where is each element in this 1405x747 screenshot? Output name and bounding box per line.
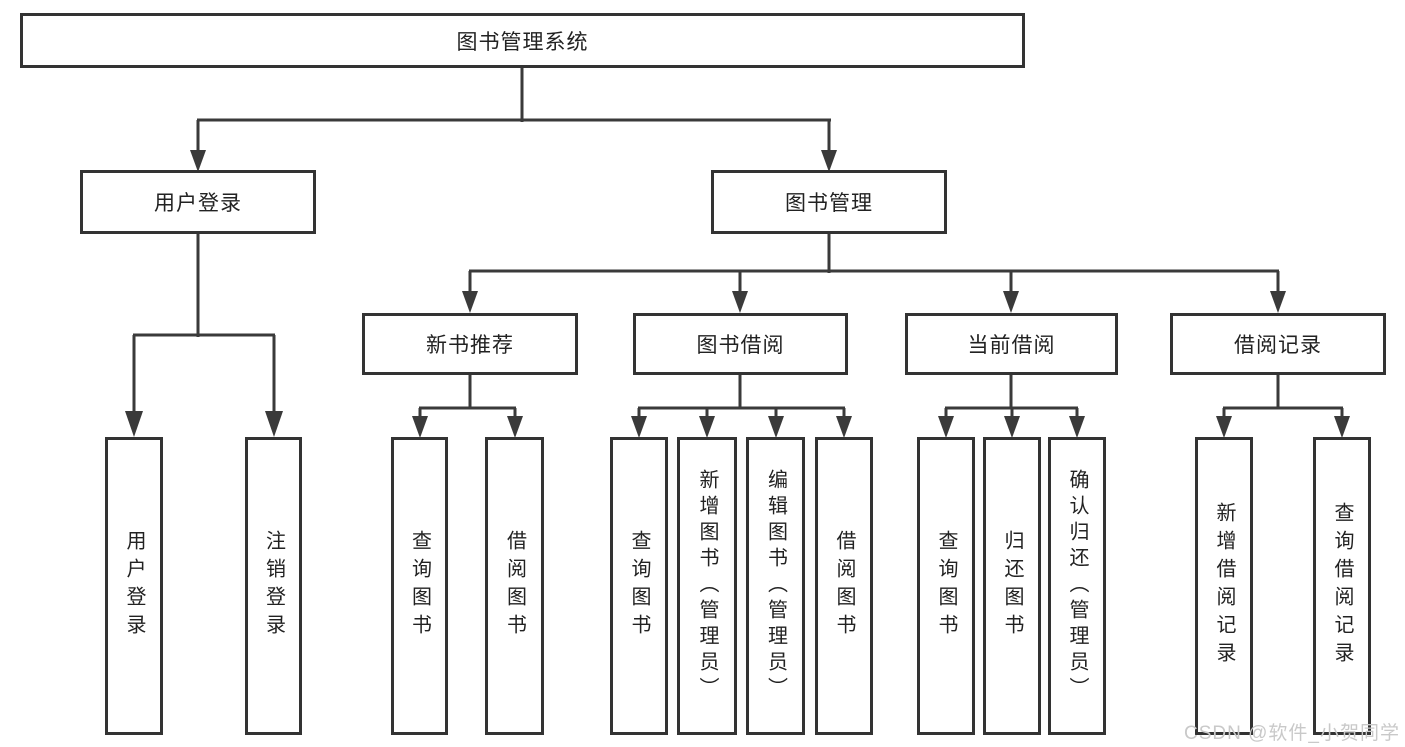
- node-borrow-record: 借阅记录: [1170, 313, 1386, 375]
- node-root-label: 图书管理系统: [456, 30, 589, 54]
- node-user-login-label: 用户登录: [154, 192, 242, 215]
- csdn-watermark: CSDN @软件_小贺同学: [1184, 723, 1400, 744]
- leaf-add-borrow-record: 新增借阅记录: [1195, 437, 1253, 735]
- node-root-library-system: 图书管理系统: [20, 13, 1025, 68]
- node-new-book-recommend: 新书推荐: [362, 313, 578, 375]
- leaf-add-books-admin: 新增图书（管理员）: [677, 437, 737, 735]
- leaf-query-books-current: 查询图书: [917, 437, 975, 735]
- leaf-query-books-recommend: 查询图书: [391, 437, 448, 735]
- leaf-edit-books-admin: 编辑图书（管理员）: [746, 437, 805, 735]
- node-book-borrow: 图书借阅: [633, 313, 848, 375]
- node-new-book-recommend-label: 新书推荐: [426, 334, 514, 357]
- node-borrow-record-label: 借阅记录: [1234, 334, 1322, 357]
- node-book-management: 图书管理: [711, 170, 947, 234]
- leaf-borrow-books-recommend: 借阅图书: [485, 437, 544, 735]
- node-user-login: 用户登录: [80, 170, 316, 234]
- leaf-query-borrow-record: 查询借阅记录: [1313, 437, 1371, 735]
- leaf-return-books: 归还图书: [983, 437, 1041, 735]
- leaf-confirm-return-admin: 确认归还（管理员）: [1048, 437, 1106, 735]
- node-current-borrow-label: 当前借阅: [967, 334, 1056, 357]
- node-book-borrow-label: 图书借阅: [696, 334, 785, 357]
- node-current-borrow: 当前借阅: [905, 313, 1118, 375]
- leaf-logout: 注销登录: [245, 437, 302, 735]
- node-book-management-label: 图书管理: [785, 192, 873, 215]
- leaf-user-login: 用户登录: [105, 437, 163, 735]
- leaf-query-books-borrow: 查询图书: [610, 437, 668, 735]
- leaf-borrow-books: 借阅图书: [815, 437, 873, 735]
